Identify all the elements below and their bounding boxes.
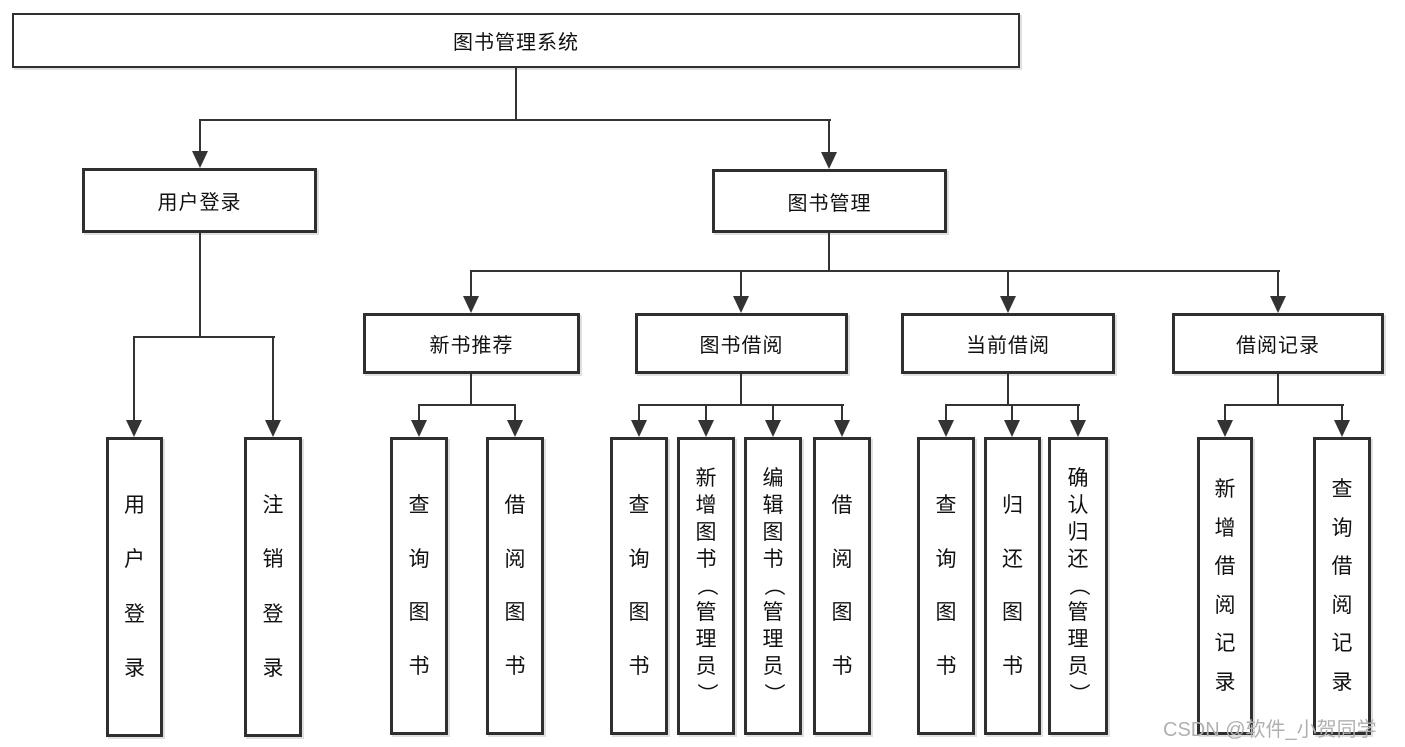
node-leaf-add-borrow-record-label: 新增借阅记录 xyxy=(1214,478,1236,694)
connector-current-borrow-hline xyxy=(945,404,1080,406)
node-book-management-label: 图书管理 xyxy=(787,192,872,215)
arrow-to-leaf-edit-book xyxy=(765,406,781,437)
node-leaf-logout-label: 注销登录 xyxy=(262,494,284,680)
node-current-borrow: 当前借阅 xyxy=(901,313,1115,374)
csdn-watermark: CSDN @软件_小贺同学 xyxy=(1163,719,1377,741)
connector-user-login-stem xyxy=(199,233,201,336)
node-user-login-label: 用户登录 xyxy=(157,192,242,214)
node-leaf-add-book-admin: 新增图书（管理员） xyxy=(677,437,735,735)
node-book-borrow: 图书借阅 xyxy=(635,313,848,374)
node-book-borrow-label: 图书借阅 xyxy=(699,335,784,357)
node-leaf-borrow-book-1-label: 借阅图书 xyxy=(504,493,526,679)
arrow-to-book-management xyxy=(821,121,837,169)
arrow-to-borrow-records xyxy=(1270,272,1286,313)
node-new-book-recommend: 新书推荐 xyxy=(363,313,580,374)
node-leaf-query-borrow-record-label: 查询借阅记录 xyxy=(1331,478,1353,694)
node-leaf-add-borrow-record: 新增借阅记录 xyxy=(1197,437,1253,735)
node-borrow-records-label: 借阅记录 xyxy=(1236,335,1320,357)
node-leaf-edit-book-admin: 编辑图书（管理员） xyxy=(744,437,802,735)
node-new-book-recommend-label: 新书推荐 xyxy=(429,335,514,357)
node-leaf-borrow-book-2-label: 借阅图书 xyxy=(831,493,853,679)
arrow-to-leaf-add-borrow-record xyxy=(1217,406,1233,437)
node-leaf-query-borrow-record: 查询借阅记录 xyxy=(1313,437,1371,735)
connector-book-borrow-stem xyxy=(740,374,742,404)
node-leaf-user-login: 用户登录 xyxy=(106,437,163,737)
arrow-to-current-borrow xyxy=(1000,272,1016,313)
node-leaf-confirm-return-admin: 确认归还（管理员） xyxy=(1048,437,1108,735)
node-leaf-borrow-book-1: 借阅图书 xyxy=(486,437,544,735)
node-leaf-logout: 注销登录 xyxy=(244,437,302,737)
connector-new-book-recommend-stem xyxy=(470,374,472,404)
arrow-to-user-login xyxy=(192,121,208,168)
node-leaf-query-book-3-label: 查询图书 xyxy=(935,493,957,679)
arrow-to-leaf-return-book xyxy=(1004,406,1020,437)
arrow-to-leaf-user-login xyxy=(126,338,142,437)
arrow-to-leaf-borrow-book-1 xyxy=(507,406,523,437)
connector-root-stem xyxy=(515,68,517,119)
node-book-management: 图书管理 xyxy=(712,169,947,233)
arrow-to-leaf-query-book-2 xyxy=(631,406,647,437)
node-leaf-borrow-book-2: 借阅图书 xyxy=(813,437,871,735)
node-leaf-edit-book-admin-label: 编辑图书（管理员） xyxy=(761,466,785,705)
arrow-to-leaf-borrow-book-2 xyxy=(834,406,850,437)
node-library-management-system: 图书管理系统 xyxy=(12,13,1020,68)
node-borrow-records: 借阅记录 xyxy=(1172,313,1384,374)
connector-book-borrow-hline xyxy=(638,404,844,406)
node-user-login: 用户登录 xyxy=(82,168,317,233)
arrow-to-leaf-query-book-3 xyxy=(938,406,954,437)
node-leaf-query-book-1: 查询图书 xyxy=(390,437,448,735)
connector-new-book-recommend-hline xyxy=(418,404,516,406)
arrow-to-leaf-add-book xyxy=(698,406,714,437)
arrow-to-leaf-query-book-1 xyxy=(411,406,427,437)
node-leaf-confirm-return-admin-label: 确认归还（管理员） xyxy=(1066,466,1090,705)
node-leaf-query-book-2: 查询图书 xyxy=(610,437,668,735)
arrow-to-leaf-query-borrow-record xyxy=(1334,406,1350,437)
connector-borrow-records-stem xyxy=(1277,374,1279,404)
connector-book-management-stem xyxy=(828,233,830,270)
node-leaf-add-book-admin-label: 新增图书（管理员） xyxy=(694,466,718,705)
connector-user-login-hline xyxy=(133,336,275,338)
arrow-to-new-book-recommend xyxy=(463,272,479,313)
arrow-to-leaf-logout xyxy=(265,338,281,437)
node-library-management-system-label: 图书管理系统 xyxy=(453,32,579,54)
arrow-to-leaf-confirm-return xyxy=(1070,406,1086,437)
node-current-borrow-label: 当前借阅 xyxy=(966,335,1050,357)
connector-current-borrow-stem xyxy=(1007,374,1009,404)
arrow-to-book-borrow xyxy=(733,272,749,313)
node-leaf-query-book-2-label: 查询图书 xyxy=(628,493,650,679)
node-leaf-return-book: 归还图书 xyxy=(984,437,1041,735)
node-leaf-query-book-1-label: 查询图书 xyxy=(408,493,430,679)
connector-root-hline xyxy=(199,119,831,121)
node-leaf-return-book-label: 归还图书 xyxy=(1002,493,1023,679)
node-leaf-query-book-3: 查询图书 xyxy=(917,437,975,735)
connector-book-management-hline xyxy=(470,270,1280,272)
connector-borrow-records-hline xyxy=(1224,404,1344,406)
node-leaf-user-login-label: 用户登录 xyxy=(124,494,145,680)
